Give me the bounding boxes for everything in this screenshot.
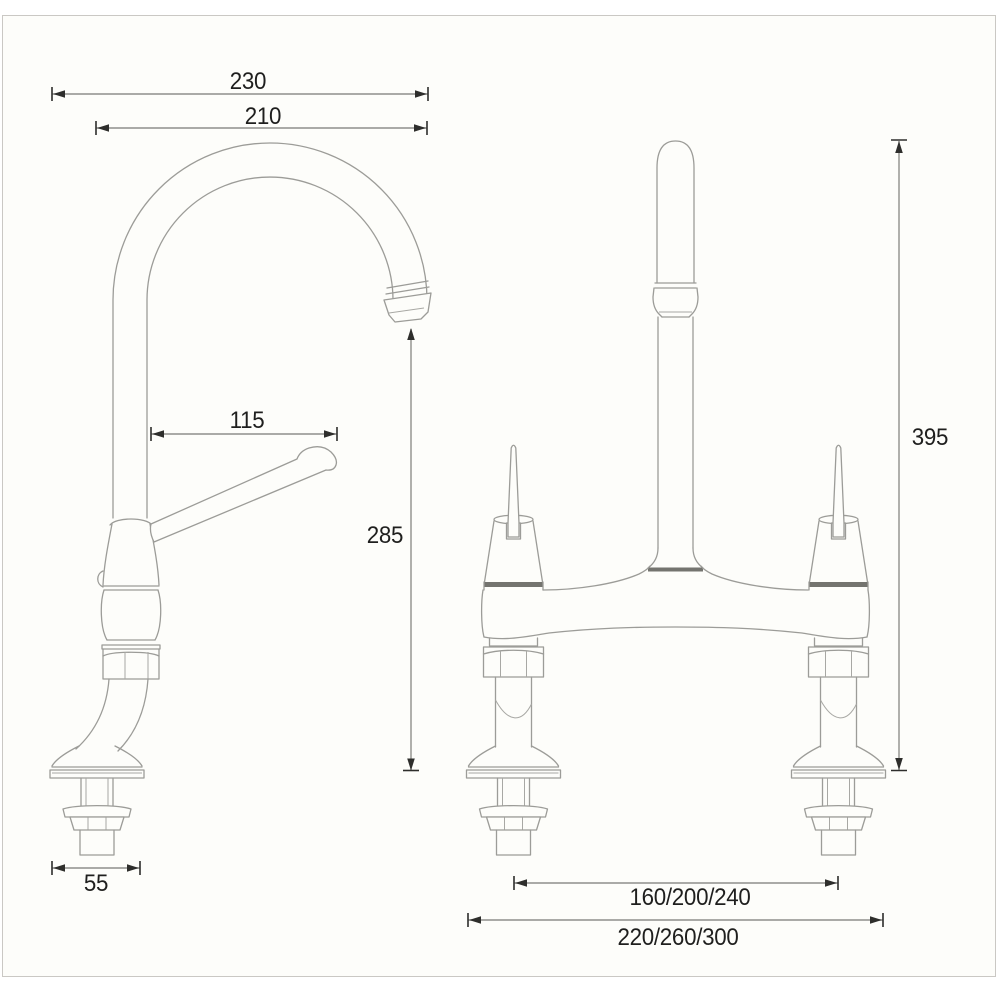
dim-spout-projection [51, 87, 429, 101]
dim-overall-height [891, 139, 907, 772]
hex-nut-side [101, 644, 161, 680]
dim-label-overall-height: 395 [911, 424, 949, 451]
mount-foot-right [790, 745, 887, 856]
dim-label-spout-projection: 230 [229, 68, 267, 95]
dim-label-overall-width: 220/260/300 [617, 924, 739, 951]
inlet-pipe-side [75, 678, 149, 752]
dim-label-spout-height: 285 [366, 522, 404, 549]
valve-body-side [97, 518, 162, 641]
mount-foot-left [465, 745, 562, 856]
dim-base-width [51, 861, 141, 875]
dim-overall-width [467, 913, 884, 927]
leg-right [807, 637, 870, 748]
gooseneck-spout-side [112, 142, 432, 519]
tap-handle-right [808, 444, 869, 591]
dim-label-lever-reach: 115 [229, 407, 265, 434]
dimension-lines [51, 87, 907, 927]
spout-column-front [647, 140, 704, 572]
dim-label-base-width: 55 [83, 870, 109, 897]
mount-foot-side [49, 745, 145, 856]
dim-label-inlet-centres: 160/200/240 [629, 884, 751, 911]
dim-label-spout-reach: 210 [244, 103, 282, 130]
side-view [49, 142, 432, 856]
dim-lever-reach [150, 427, 338, 441]
front-view [465, 140, 887, 856]
dim-inlet-centres [513, 876, 839, 890]
tap-handle-left [483, 444, 544, 591]
leg-left [482, 637, 545, 748]
dim-spout-height [403, 328, 419, 772]
dim-spout-reach [95, 121, 428, 135]
lever-handle-side [149, 446, 338, 543]
bridge-body-front [480, 565, 871, 640]
